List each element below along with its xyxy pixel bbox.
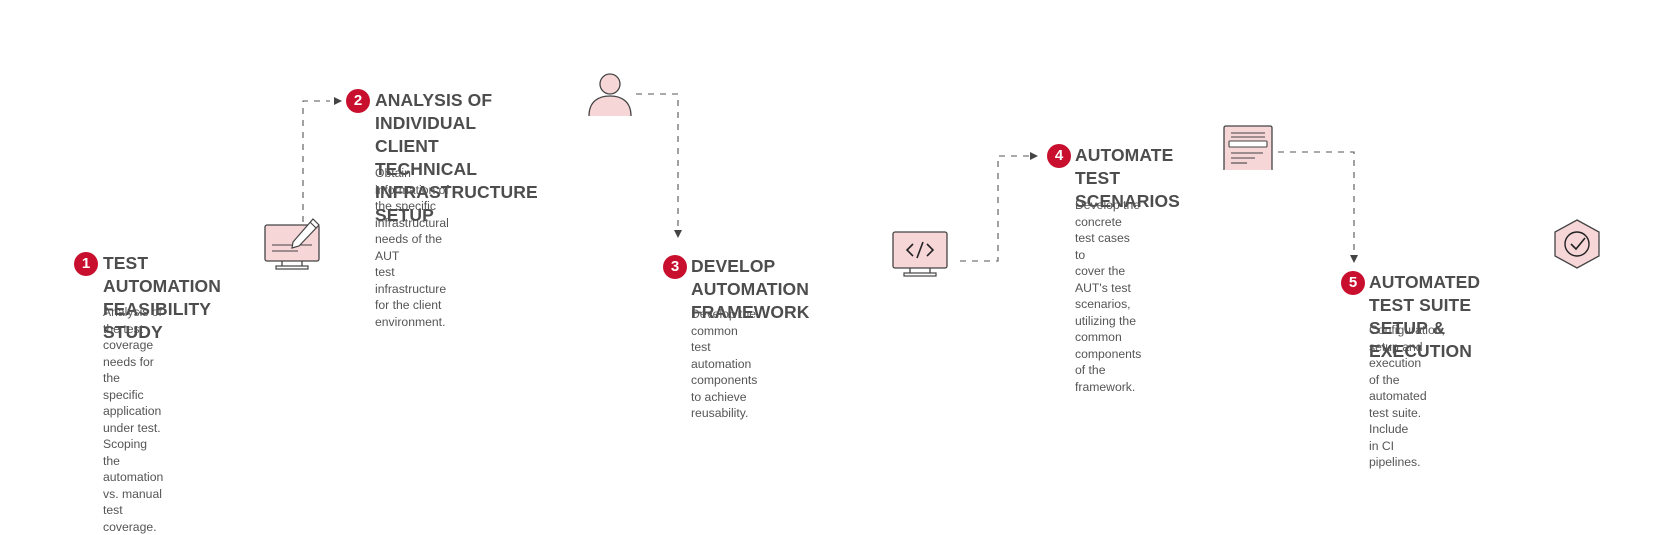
desc-line: infrastructural needs of the AUT xyxy=(375,215,449,265)
document-icon xyxy=(1222,124,1274,170)
desc-line: reusability. xyxy=(691,405,757,422)
arrowhead-4 xyxy=(1350,255,1358,263)
step-number-badge: 3 xyxy=(663,255,687,279)
title-line: DEVELOP AUTOMATION xyxy=(691,255,810,301)
desc-line: under test. Scoping the automation xyxy=(103,420,163,486)
desc-line: Analysis of the test coverage xyxy=(103,304,163,354)
desc-line: environment. xyxy=(375,314,449,331)
step-number-badge: 4 xyxy=(1047,144,1071,168)
desc-line: test infrastructure for the client xyxy=(375,264,449,314)
monitor-code-icon xyxy=(890,229,952,279)
desc-line: needs for the specific application xyxy=(103,354,163,420)
arrowhead-1 xyxy=(334,97,342,105)
title-line: AUTOMATED TEST SUITE xyxy=(1369,271,1480,317)
step-number-badge: 1 xyxy=(74,252,98,276)
desc-line: Develop the concrete test cases to xyxy=(1075,197,1141,263)
desc-line: automation components to achieve xyxy=(691,356,757,406)
desc-line: of the framework. xyxy=(1075,362,1141,395)
step-description: Develop the concrete test cases to cover… xyxy=(1075,197,1141,395)
title-line: AUTOMATE TEST xyxy=(1075,144,1180,190)
desc-line: Obtain information of the specific xyxy=(375,165,449,215)
step-description: Develop the common test automation compo… xyxy=(691,306,757,422)
step-number-badge: 2 xyxy=(346,89,370,113)
desc-line: utilizing the common components xyxy=(1075,313,1141,363)
title-line: ANALYSIS OF INDIVIDUAL xyxy=(375,89,538,135)
title-line: TEST AUTOMATION xyxy=(103,252,221,298)
arrowhead-2 xyxy=(674,230,682,238)
desc-line: in CI pipelines. xyxy=(1369,438,1445,471)
desc-line: Configuration, setup and execution xyxy=(1369,322,1445,372)
step-description: Analysis of the test coverage needs for … xyxy=(103,304,163,535)
step-description: Configuration, setup and execution of th… xyxy=(1369,322,1445,471)
desc-line: cover the AUT's test scenarios, xyxy=(1075,263,1141,313)
person-icon xyxy=(586,71,636,117)
connector-2-to-3 xyxy=(636,94,678,230)
hexagon-check-icon xyxy=(1552,218,1602,270)
connector-1-to-2 xyxy=(303,101,330,222)
monitor-pen-icon xyxy=(262,215,324,271)
desc-line: of the automated test suite. Include xyxy=(1369,372,1445,438)
step-description: Obtain information of the specific infra… xyxy=(375,165,449,330)
arrowhead-3 xyxy=(1030,152,1038,160)
connector-3-to-4 xyxy=(960,156,1030,261)
step-number-badge: 5 xyxy=(1341,271,1365,295)
desc-line: vs. manual test coverage. xyxy=(103,486,163,535)
connector-4-to-5 xyxy=(1278,152,1354,255)
desc-line: Develop the common test xyxy=(691,306,757,356)
